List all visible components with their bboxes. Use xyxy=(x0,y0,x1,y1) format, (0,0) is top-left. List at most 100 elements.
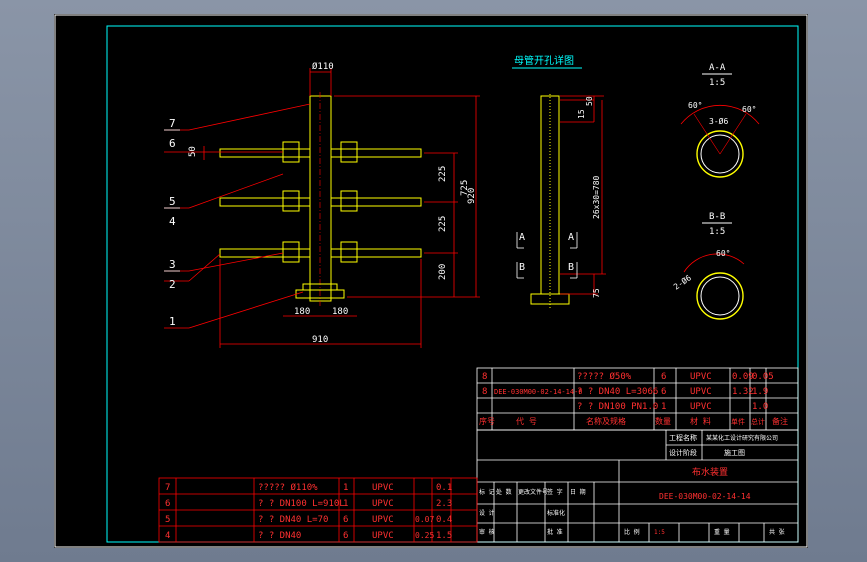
ut-r2-w2: 1.9 xyxy=(752,387,768,397)
ut-r3-mat: UPVC xyxy=(690,402,712,412)
dim-total: 910 xyxy=(312,335,328,345)
lt-r4-mat: UPVC xyxy=(372,531,394,541)
drawing-sheet: Ø110 180 180 910 225 225 200 725 920 50 … xyxy=(54,14,808,548)
section-aa-scale: 1:5 xyxy=(709,78,725,88)
callout-1: 1 xyxy=(169,315,176,328)
marker-b-left: B xyxy=(519,262,525,273)
callout-2: 2 xyxy=(169,278,176,291)
dim-725: 725 xyxy=(460,180,470,196)
lt-r2-no: 6 xyxy=(165,499,170,509)
tb-drawing-code: DEE-030M00-02-14-14 xyxy=(659,492,751,501)
ut-r1-no: 8 xyxy=(482,372,487,382)
detail-pipe xyxy=(540,95,560,295)
lt-r4-w1: 0.25 xyxy=(415,531,434,540)
tb-role-doc: 更改文件号 xyxy=(518,488,548,496)
outer-border xyxy=(54,14,808,548)
detail-dim-50: 50 xyxy=(585,96,594,106)
ut-h-code: 代 号 xyxy=(516,416,537,426)
ut-r2-mat: UPVC xyxy=(690,387,712,397)
dim-200: 200 xyxy=(438,264,448,280)
section-bb-hole: 2-Ø6 xyxy=(671,272,693,291)
detail-title: 母管开孔详图 xyxy=(514,54,574,67)
section-bb-outer xyxy=(696,272,744,320)
assembly-view: Ø110 180 180 910 225 225 200 725 920 50 … xyxy=(164,61,480,348)
marker-b-right: B xyxy=(568,262,574,273)
lt-r3-qty: 6 xyxy=(343,515,348,525)
cad-drawing: Ø110 180 180 910 225 225 200 725 920 50 … xyxy=(54,14,808,548)
section-aa-outer xyxy=(696,130,744,178)
dim-side-50: 50 xyxy=(188,146,198,157)
ut-h-qty: 数量 xyxy=(655,416,671,426)
tb-std-label: 标准化 xyxy=(547,509,565,517)
tb-sheets-label: 共 张 xyxy=(769,528,785,536)
ut-r2-code: DEE-030M00-02-14-14-0 xyxy=(494,388,583,396)
tb-stage-value: 施工图 xyxy=(724,448,745,457)
detail-dim-main: 26x30=780 xyxy=(592,175,601,219)
lt-r1-no: 7 xyxy=(165,483,170,493)
lt-r2-w: 2.3 xyxy=(436,499,452,509)
ut-h-mat: 材 料 xyxy=(690,416,711,426)
ut-h-w2: 总计 xyxy=(751,417,765,426)
branch-row-2 xyxy=(219,190,422,212)
marker-a-left: A xyxy=(519,232,525,243)
callout-3: 3 xyxy=(169,258,176,271)
ut-r1-qty: 6 xyxy=(661,372,666,382)
lt-r3-name: ? ? DN40 L=70 xyxy=(258,515,328,525)
tb-company-value: 某某化工设计研究有限公司 xyxy=(706,434,778,442)
callout-5: 5 xyxy=(169,195,176,208)
section-bb-title: B-B xyxy=(709,212,725,222)
section-bb-inner xyxy=(700,276,740,316)
callout-labels: 7 6 5 4 3 2 1 xyxy=(169,117,176,328)
section-aa-hole: 3-Ø6 xyxy=(709,116,728,126)
detail-base xyxy=(530,293,570,305)
detail-dim-75: 75 xyxy=(592,288,601,298)
lt-r1-mat: UPVC xyxy=(372,483,394,493)
callout-6: 6 xyxy=(169,137,176,150)
tb-sign-design: 设 计 xyxy=(479,509,495,517)
ut-r2-qty: 6 xyxy=(661,387,666,397)
title-block: 工程名称 某某化工设计研究有限公司 设计阶段 施工图 布水装置 DEE-030M… xyxy=(476,429,799,543)
lt-r1-w: 0.1 xyxy=(436,483,452,493)
branch-row-3 xyxy=(219,241,422,263)
ut-r1-w2: 0.05 xyxy=(752,372,774,382)
lt-r3-w: 0.4 xyxy=(436,515,452,525)
main-pipe xyxy=(309,95,332,302)
lt-r4-no: 4 xyxy=(165,531,170,541)
tb-role-sign: 签 字 xyxy=(547,488,563,496)
base-plate xyxy=(302,283,338,291)
marker-a-right: A xyxy=(568,232,574,243)
parts-table-lower: 7 ????? Ø110% 1 UPVC 0.1 6 ? ? DN100 L=9… xyxy=(158,477,478,543)
ut-r1-mat: UPVC xyxy=(690,372,712,382)
dim-left: 180 xyxy=(294,307,310,317)
parts-table-upper: 8 ????? Ø50% 6 UPVC 0.09 0.05 8 DEE-030M… xyxy=(476,367,799,431)
lt-r1-qty: 1 xyxy=(343,483,348,493)
tb-scale-value: 1:5 xyxy=(654,529,665,536)
section-aa-inner xyxy=(700,134,740,174)
tb-role-date: 日 期 xyxy=(570,488,586,496)
tb-stage-label: 设计阶段 xyxy=(669,448,697,457)
ut-r3-name: ? ? DN100 PN1.0 xyxy=(577,402,658,412)
lt-r4-w: 1.5 xyxy=(436,531,452,541)
tb-approve-label: 批 准 xyxy=(547,528,563,536)
section-bb-angle: 60° xyxy=(716,249,730,258)
tb-weight-label: 重 量 xyxy=(714,528,730,536)
pipe-hole-detail: 母管开孔详图 50 15 26x30=780 75 xyxy=(512,54,606,308)
ut-r2-no: 8 xyxy=(482,387,487,397)
lt-r3-mat: UPVC xyxy=(372,515,394,525)
ut-h-no: 序号 xyxy=(479,416,495,426)
dimension-lines xyxy=(164,68,480,348)
detail-dim-15: 15 xyxy=(577,109,586,119)
section-aa-angle-right: 60° xyxy=(742,105,756,114)
lt-r2-mat: UPVC xyxy=(372,499,394,509)
tb-company-label: 工程名称 xyxy=(669,433,697,442)
lt-r3-no: 5 xyxy=(165,515,170,525)
section-bb-scale: 1:5 xyxy=(709,227,725,237)
ut-h-note: 备注 xyxy=(772,416,788,426)
ut-r1-w1: 0.09 xyxy=(732,372,754,382)
tb-sign-review: 审 核 xyxy=(479,528,495,536)
section-aa-angle-left: 60° xyxy=(688,101,702,110)
dim-225b: 225 xyxy=(438,216,448,232)
tb-drawing-name: 布水装置 xyxy=(692,466,728,478)
lt-r2-name: ? ? DN100 L=910L xyxy=(258,499,345,509)
